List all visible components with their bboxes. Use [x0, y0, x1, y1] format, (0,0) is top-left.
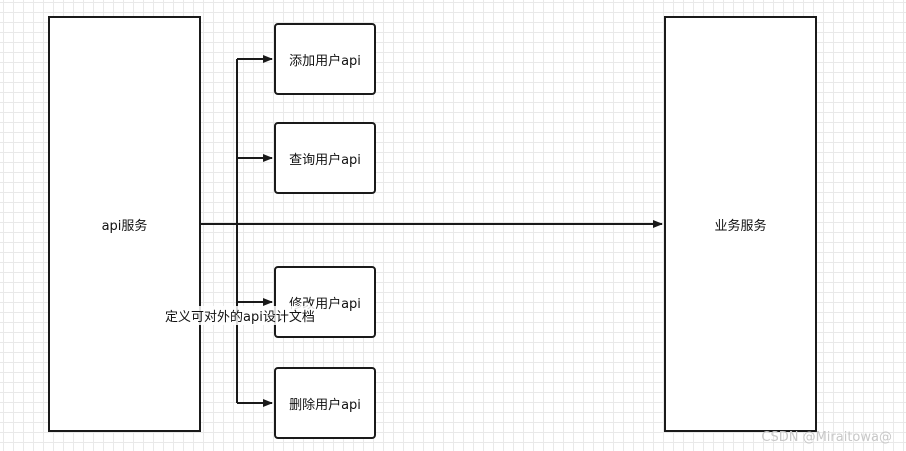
edge-label: 定义可对外的api设计文档 [164, 306, 316, 325]
watermark: CSDN @Miraitowa@ [761, 430, 892, 445]
business-service-node[interactable]: 业务服务 [664, 16, 817, 432]
api-service-label: api服务 [101, 218, 148, 234]
business-service-label: 业务服务 [714, 218, 767, 234]
delete-user-api-node[interactable]: 删除用户api [274, 367, 376, 439]
query-user-api-label: 查询用户api [289, 152, 361, 168]
api-service-node[interactable]: api服务 [48, 16, 201, 432]
query-user-api-node[interactable]: 查询用户api [274, 122, 376, 194]
add-user-api-node[interactable]: 添加用户api [274, 23, 376, 95]
add-user-api-label: 添加用户api [289, 53, 361, 69]
delete-user-api-label: 删除用户api [289, 397, 361, 413]
modify-user-api-node[interactable]: 修改用户api [274, 266, 376, 338]
